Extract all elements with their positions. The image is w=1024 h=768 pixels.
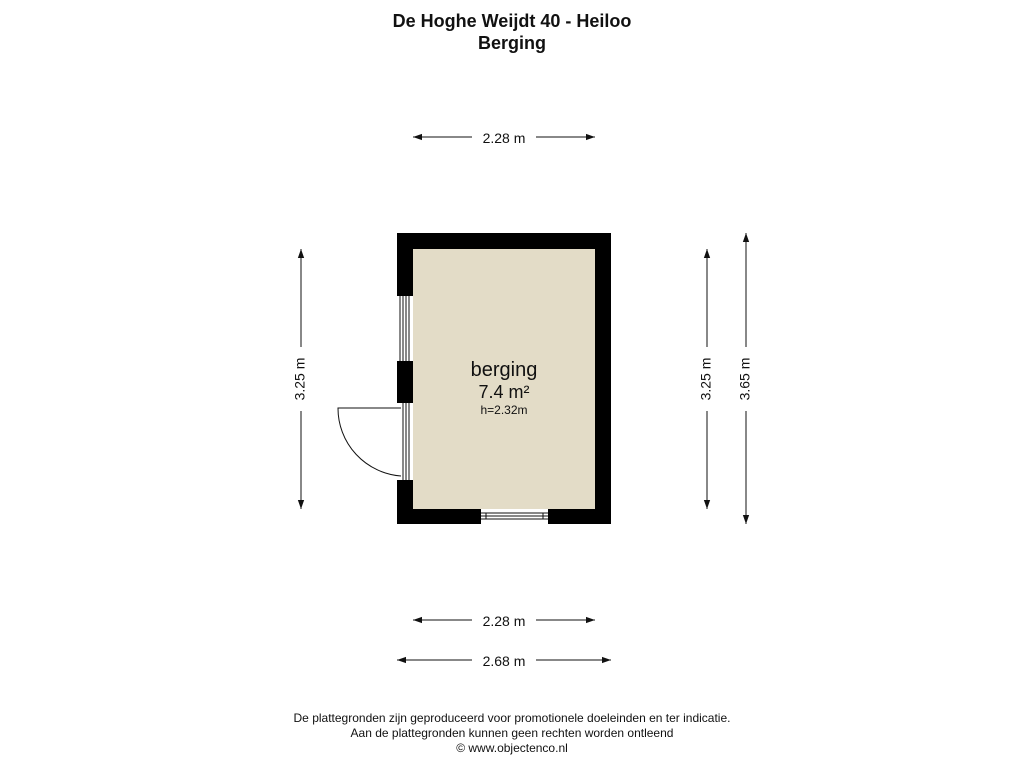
right-height-label: 3.25 m bbox=[698, 358, 714, 401]
right-outer-height-label: 3.65 m bbox=[737, 358, 753, 401]
right-height-dimension: 3.25 m bbox=[698, 249, 714, 509]
disclaimer-line-2: Aan de plattegronden kunnen geen rechten… bbox=[350, 726, 674, 740]
copyright-line: © www.objectenco.nl bbox=[456, 741, 568, 755]
left-height-label: 3.25 m bbox=[292, 358, 308, 401]
room-height-label: h=2.32m bbox=[480, 403, 527, 417]
disclaimer-line-1: De plattegronden zijn geproduceerd voor … bbox=[293, 711, 731, 725]
left-height-dimension: 3.25 m bbox=[292, 249, 308, 509]
left-door-opening bbox=[397, 403, 413, 480]
left-window-top bbox=[397, 296, 413, 361]
right-outer-height-dimension: 3.65 m bbox=[737, 233, 753, 524]
floor-title: Berging bbox=[477, 33, 546, 53]
room-floor bbox=[413, 249, 595, 509]
bottom-inner-width-label: 2.28 m bbox=[483, 613, 526, 629]
top-width-label: 2.28 m bbox=[483, 130, 526, 146]
bottom-inner-width-dimension: 2.28 m bbox=[413, 613, 595, 629]
room-name-label: berging bbox=[471, 359, 538, 381]
bottom-outer-width-dimension: 2.68 m bbox=[397, 653, 611, 669]
bottom-outer-width-label: 2.68 m bbox=[483, 653, 526, 669]
bottom-window bbox=[481, 509, 548, 524]
room-area-label: 7.4 m² bbox=[478, 382, 529, 402]
top-width-dimension: 2.28 m bbox=[413, 130, 595, 146]
door-swing bbox=[337, 407, 402, 477]
address-title: De Hoghe Weijdt 40 - Heiloo bbox=[392, 11, 632, 31]
